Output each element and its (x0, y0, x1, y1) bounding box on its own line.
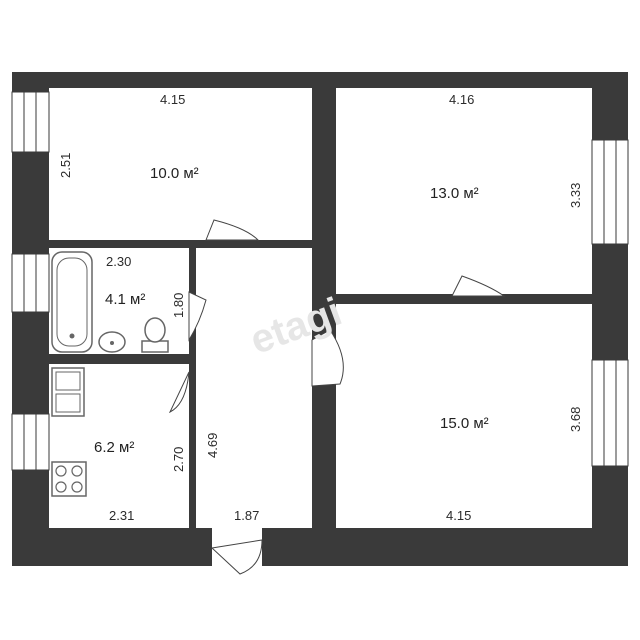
room-bottom-right-height: 3.68 (568, 407, 583, 432)
room-top-left-height: 2.51 (58, 153, 73, 178)
room-bottom-right-floor (336, 304, 592, 528)
door-top-left-room (205, 219, 260, 241)
window-top-left (11, 91, 50, 153)
stove (51, 461, 87, 497)
windows (11, 91, 629, 471)
kitchen-sink-bowl-1 (55, 371, 81, 391)
door-top-right-room (451, 275, 506, 297)
room-top-right-floor (336, 88, 592, 294)
window-bottom-right (591, 359, 629, 467)
window-sash-lines (23, 92, 617, 470)
room-top-right-height: 3.33 (568, 183, 583, 208)
burner-2 (71, 465, 83, 477)
bathtub (51, 251, 93, 353)
room-top-left-floor (49, 88, 312, 240)
kitchen-width: 2.31 (109, 508, 134, 523)
room-top-left-width: 4.15 (160, 92, 185, 107)
burner-4 (71, 481, 83, 493)
corridor-width: 1.87 (234, 508, 259, 523)
window-bathroom (11, 253, 50, 313)
bathtub-drain (69, 333, 75, 339)
burner-1 (55, 465, 67, 477)
toilet (141, 317, 169, 353)
hall-nook-floor (276, 270, 312, 338)
bathroom-sink (98, 331, 126, 353)
kitchen-height: 2.70 (171, 447, 186, 472)
toilet-bowl (144, 317, 166, 343)
bathroom-width: 2.30 (106, 254, 131, 269)
bathroom-height: 1.80 (171, 293, 186, 318)
bathroom-area: 4.1 м² (105, 291, 145, 308)
window-kitchen (11, 413, 50, 471)
burner-3 (55, 481, 67, 493)
room-bottom-right-width: 4.15 (446, 508, 471, 523)
door-swings (168, 219, 506, 575)
room-top-left-area: 10.0 м² (150, 165, 199, 182)
door-bottom-right-room (311, 329, 344, 387)
kitchen-sink-bowl-2 (55, 393, 81, 413)
door-kitchen (168, 371, 190, 414)
door-bathroom (188, 291, 207, 342)
door-entrance (210, 539, 263, 575)
kitchen-area: 6.2 м² (94, 439, 134, 456)
corridor-height: 4.69 (205, 433, 220, 458)
sink-drain (110, 341, 114, 345)
window-top-right (591, 139, 629, 245)
room-top-right-area: 13.0 м² (430, 185, 479, 202)
kitchen-sink (51, 367, 85, 417)
room-top-right-width: 4.16 (449, 92, 474, 107)
room-bottom-right-area: 15.0 м² (440, 415, 489, 432)
bathtub-inner (56, 257, 88, 347)
